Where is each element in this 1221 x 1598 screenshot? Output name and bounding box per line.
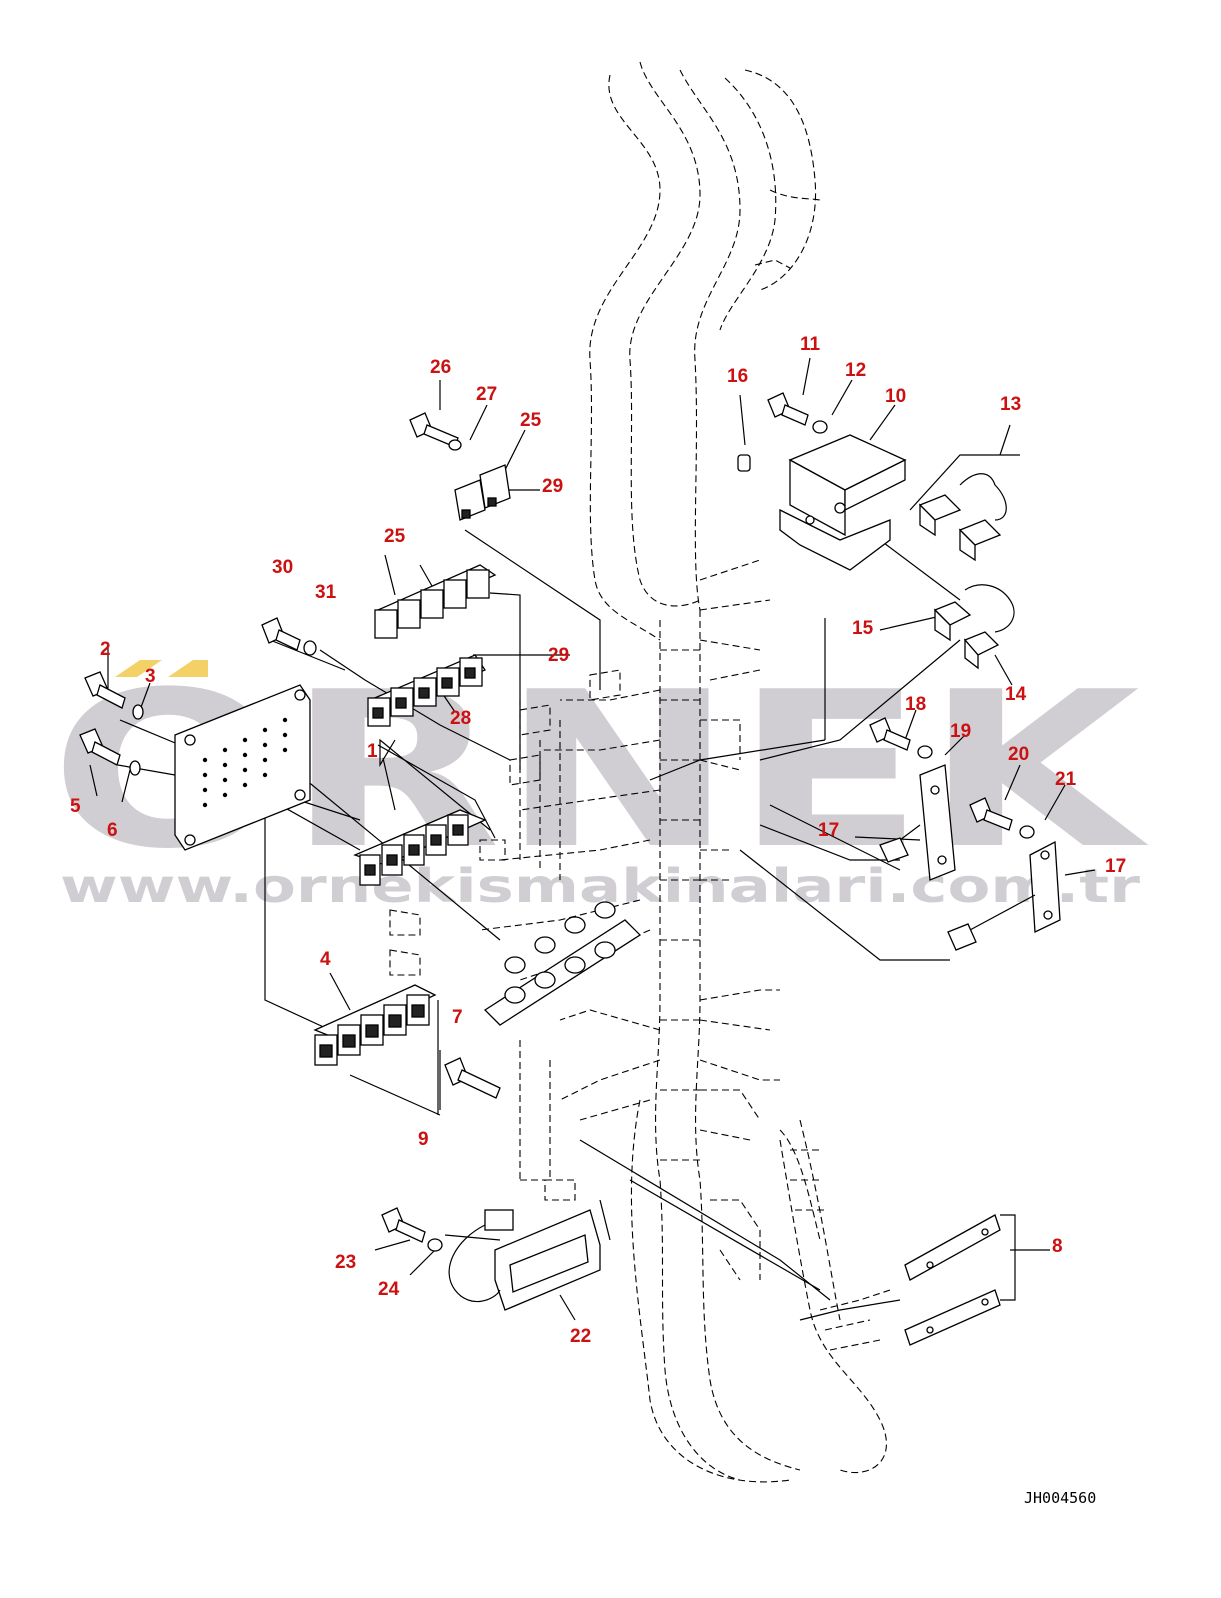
- callout-17-lower: 17: [1105, 856, 1126, 877]
- washer-24: [427, 1238, 443, 1252]
- callout-7: 7: [452, 1007, 463, 1028]
- washer-21: [1019, 825, 1035, 839]
- spacer-16: [737, 454, 751, 472]
- callout-29-top: 29: [542, 476, 563, 497]
- washer-27: [448, 439, 462, 451]
- bracket-17-upper: [879, 764, 956, 881]
- bolt-23: [381, 1207, 426, 1243]
- callout-11: 11: [800, 334, 821, 355]
- callout-25-mid: 25: [384, 526, 406, 547]
- relay-pair-25-29: [454, 464, 511, 521]
- callout-30: 30: [272, 557, 293, 578]
- bolt-5: [79, 728, 121, 766]
- callout-3: 3: [145, 666, 156, 687]
- washer-12: [812, 420, 828, 434]
- callout-9: 9: [418, 1129, 429, 1150]
- bolt-18: [869, 717, 911, 751]
- callout-22: 22: [570, 1326, 591, 1347]
- bolt-9: [444, 1057, 501, 1099]
- callout-29-mid: 29: [548, 645, 569, 666]
- watermark-accent-right: [168, 660, 208, 677]
- callout-6: 6: [107, 820, 118, 841]
- callout-1: 1: [367, 741, 378, 762]
- callout-2: 2: [100, 639, 111, 660]
- control-box-22: [448, 1209, 601, 1311]
- callout-5: 5: [70, 796, 81, 817]
- wire-harness: [389, 61, 891, 1483]
- bracket-17-lower: [947, 840, 1061, 951]
- callout-19: 19: [950, 721, 971, 742]
- relay-group-29: [367, 654, 486, 727]
- watermark-accent-left: [115, 660, 162, 677]
- relay-group-25: [374, 564, 497, 639]
- callout-31: 31: [315, 582, 337, 603]
- bolt-30: [261, 617, 301, 651]
- callout-15: 15: [852, 618, 874, 639]
- callout-16: 16: [727, 366, 748, 387]
- callout-10: 10: [885, 386, 906, 407]
- bar-8: [904, 1214, 1001, 1346]
- connector-holder-7: [483, 901, 642, 1026]
- washer-19: [917, 745, 933, 759]
- bolt-11: [767, 392, 809, 426]
- washer-31: [303, 640, 317, 656]
- relay-mounting-plate: [174, 684, 311, 851]
- callout-4: 4: [320, 949, 331, 970]
- connector-15: [933, 584, 1015, 642]
- drawing-code: JH004560: [1024, 1489, 1096, 1507]
- connector-14: [963, 631, 1000, 670]
- callout-20: 20: [1008, 744, 1029, 765]
- callout-18: 18: [905, 694, 926, 715]
- callout-27: 27: [476, 384, 497, 405]
- callout-21: 21: [1055, 769, 1077, 790]
- callout-26: 26: [430, 357, 451, 378]
- callout-28: 28: [450, 708, 471, 729]
- bolt-20: [969, 797, 1013, 831]
- washer-6: [129, 760, 141, 776]
- callout-8: 8: [1052, 1236, 1063, 1257]
- bracket-10: [779, 434, 907, 571]
- callout-17-upper: 17: [818, 820, 839, 841]
- callout-13: 13: [1000, 394, 1021, 415]
- leader-lines: [89, 357, 1096, 1321]
- washer-3: [132, 704, 144, 720]
- callout-14: 14: [1005, 684, 1027, 705]
- callout-labels: 26 27 25 29 25 29 28 30 31 2 3 5 6 1 4 7…: [70, 334, 1126, 1347]
- callout-12: 12: [845, 360, 866, 381]
- bolt-2: [84, 671, 126, 709]
- callout-25-top: 25: [520, 410, 542, 431]
- bolt-26: [409, 412, 459, 448]
- relay-group-4: [313, 984, 437, 1066]
- connector-13: [918, 473, 1007, 562]
- callout-24: 24: [378, 1279, 400, 1300]
- callout-23: 23: [335, 1252, 356, 1273]
- relay-group-1: [353, 809, 487, 886]
